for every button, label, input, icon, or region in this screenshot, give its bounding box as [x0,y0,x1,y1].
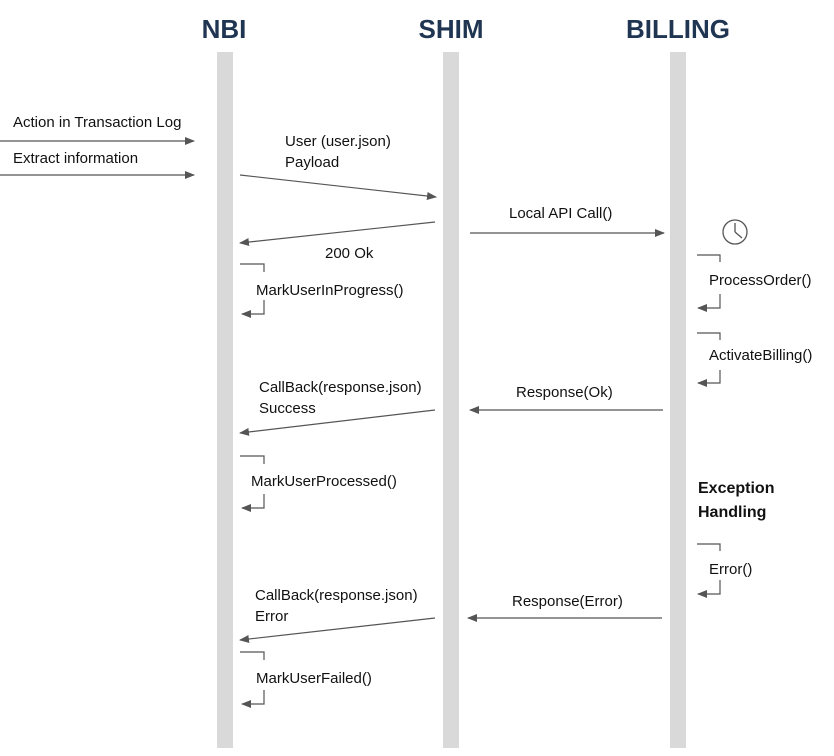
label-callback-success-1: CallBack(response.json) [259,379,422,396]
self-call-mark-in-progress [240,263,265,314]
label-activate-billing: ActivateBilling() [709,347,813,364]
label-mark-failed: MarkUserFailed() [256,670,372,687]
arrow-200-ok [239,221,436,247]
clock-icon [722,219,748,245]
self-call-error [697,543,721,594]
self-call-activate-billing [697,332,721,383]
self-call-process-order [697,254,721,308]
label-action-log: Action in Transaction Log [13,114,182,131]
label-200-ok: 200 Ok [325,245,374,262]
label-response-error: Response(Error) [512,593,623,610]
arrow-user-payload [239,174,437,200]
lifeline-nbi [217,52,233,748]
lane-title-nbi: NBI [201,14,247,44]
label-callback-error-1: CallBack(response.json) [255,587,418,604]
label-user-payload-2: Payload [285,154,340,171]
lane-title-billing: BILLING [626,14,730,44]
arrow-callback-error [239,617,436,643]
label-mark-in-progress: MarkUserInProgress() [256,282,404,299]
label-exception-2: Handling [698,504,767,521]
label-callback-success-2: Success [259,400,316,417]
label-error-call: Error() [709,561,753,578]
label-response-ok: Response(Ok) [516,384,613,401]
lifeline-billing [670,52,686,748]
label-callback-error-2: Error [255,608,289,625]
lifeline-shim [443,52,459,748]
label-extract-info: Extract information [13,150,139,167]
label-process-order: ProcessOrder() [709,272,812,289]
self-call-mark-processed [240,455,265,508]
self-call-mark-failed [240,651,265,704]
label-user-payload-1: User (user.json) [285,133,391,150]
label-exception-1: Exception [698,480,775,497]
label-local-api: Local API Call() [509,205,613,222]
lane-title-shim: SHIM [418,14,484,44]
label-mark-processed: MarkUserProcessed() [251,473,397,490]
arrow-callback-success [239,409,436,436]
